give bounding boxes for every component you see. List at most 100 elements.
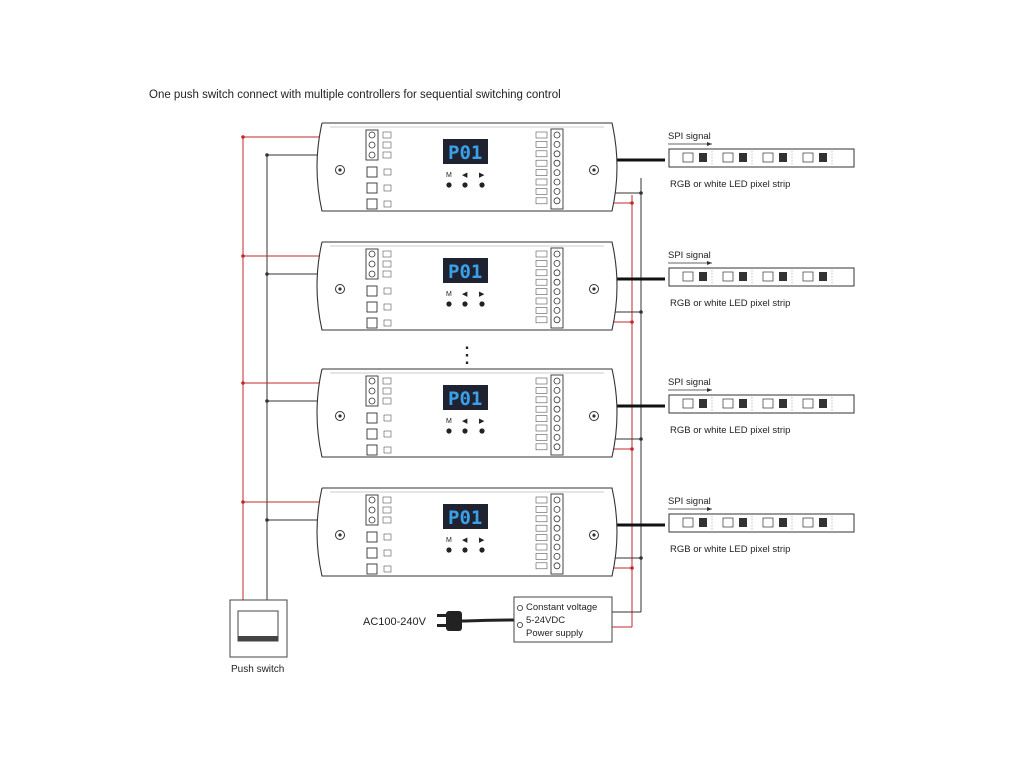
terminal-screw bbox=[368, 141, 376, 149]
pixel-led bbox=[779, 518, 787, 527]
pin-label-box bbox=[535, 250, 548, 258]
pin-label-box bbox=[535, 269, 548, 277]
signal-socket bbox=[366, 198, 378, 210]
button-label: ▶ bbox=[479, 172, 485, 179]
mounting-hole-right bbox=[589, 411, 599, 421]
pixel-chip bbox=[722, 517, 734, 528]
socket-label-box bbox=[383, 565, 392, 573]
terminal-screw bbox=[553, 187, 561, 195]
control-button bbox=[462, 301, 468, 307]
mounting-hole-left-center bbox=[338, 287, 342, 291]
button-label: ◀ bbox=[462, 537, 468, 544]
psu-line-2: 5-24VDC bbox=[526, 615, 565, 626]
terminal-screw bbox=[368, 516, 376, 524]
switch-terminal-block bbox=[365, 494, 379, 526]
pin-label-box bbox=[382, 387, 392, 395]
terminal-screw bbox=[553, 386, 561, 394]
pixel-chip bbox=[682, 152, 694, 163]
output-terminal-block bbox=[550, 493, 564, 575]
socket-label-box bbox=[383, 200, 392, 208]
button-label: ▶ bbox=[479, 537, 485, 544]
display-readout: P01 bbox=[448, 142, 482, 164]
socket-label-box bbox=[383, 319, 392, 327]
controller-body bbox=[316, 122, 618, 212]
terminal-screw bbox=[368, 260, 376, 268]
junction-dot bbox=[639, 310, 643, 314]
control-button bbox=[446, 428, 452, 434]
socket-label-box bbox=[383, 446, 392, 454]
signal-socket bbox=[366, 547, 378, 559]
junction-dot bbox=[639, 437, 643, 441]
signal-socket bbox=[366, 301, 378, 313]
terminal-screw bbox=[553, 150, 561, 158]
button-label: M bbox=[446, 291, 452, 298]
mounting-hole-left-center bbox=[338, 414, 342, 418]
pin-label-box bbox=[535, 434, 548, 441]
junction-dot bbox=[241, 500, 245, 504]
pin-label-box bbox=[382, 397, 392, 405]
terminal-screw bbox=[368, 377, 376, 385]
junction-dot bbox=[241, 254, 245, 258]
mounting-hole-left-center bbox=[338, 533, 342, 537]
controller-body bbox=[316, 368, 618, 458]
signal-socket bbox=[366, 444, 378, 456]
pin-label-box bbox=[382, 516, 392, 524]
pixel-chip bbox=[802, 398, 814, 409]
terminal-screw bbox=[553, 524, 561, 532]
terminal-screw bbox=[368, 131, 376, 139]
terminal-screw bbox=[553, 316, 561, 324]
pixel-led bbox=[819, 399, 827, 408]
power-supply bbox=[513, 596, 613, 643]
pixel-led bbox=[699, 272, 707, 281]
terminal-screw bbox=[553, 278, 561, 286]
pin-label-box bbox=[535, 515, 548, 523]
button-label: ▶ bbox=[479, 418, 485, 425]
junction-dot bbox=[630, 201, 634, 205]
terminal-screw bbox=[368, 151, 376, 159]
pin-label-box bbox=[535, 543, 548, 551]
button-label: ▶ bbox=[479, 291, 485, 298]
switch-terminal-block bbox=[365, 248, 379, 280]
mounting-hole-right bbox=[589, 165, 599, 175]
button-label: M bbox=[446, 172, 452, 179]
pixel-led bbox=[739, 518, 747, 527]
junction-dot bbox=[265, 518, 269, 522]
pin-label-box bbox=[535, 377, 548, 385]
terminal-screw bbox=[553, 396, 561, 404]
ac-voltage-label: AC100-240V bbox=[363, 616, 427, 628]
pin-label-box bbox=[535, 496, 548, 504]
terminal-screw bbox=[553, 496, 561, 504]
junction-dot bbox=[265, 272, 269, 276]
led-display bbox=[443, 385, 488, 410]
terminal-screw bbox=[368, 397, 376, 405]
mounting-hole-left-center bbox=[338, 168, 342, 172]
signal-socket bbox=[366, 531, 378, 543]
socket-label-box bbox=[383, 414, 392, 422]
signal-socket bbox=[366, 166, 378, 178]
pixel-led bbox=[699, 518, 707, 527]
junction-dot bbox=[630, 447, 634, 451]
pixel-led bbox=[819, 518, 827, 527]
spi-signal-label: SPI signal bbox=[668, 496, 711, 507]
pixel-chip bbox=[722, 152, 734, 163]
terminal-screw bbox=[553, 306, 561, 314]
spi-signal-label: SPI signal bbox=[668, 377, 711, 388]
pin-label-box bbox=[535, 506, 548, 513]
pixel-led bbox=[739, 272, 747, 281]
pin-label-box bbox=[535, 396, 548, 404]
pixel-chip bbox=[762, 152, 774, 163]
control-button bbox=[479, 301, 485, 307]
led-display bbox=[443, 258, 488, 283]
terminal-screw bbox=[553, 443, 561, 451]
signal-socket bbox=[366, 285, 378, 297]
mounting-hole-left bbox=[335, 411, 345, 421]
terminal-screw bbox=[553, 259, 561, 267]
pixel-led bbox=[739, 153, 747, 162]
output-terminal-block bbox=[550, 128, 564, 210]
push-switch-label: Push switch bbox=[231, 664, 284, 675]
junction-dot bbox=[241, 381, 245, 385]
pixel-chip bbox=[802, 152, 814, 163]
